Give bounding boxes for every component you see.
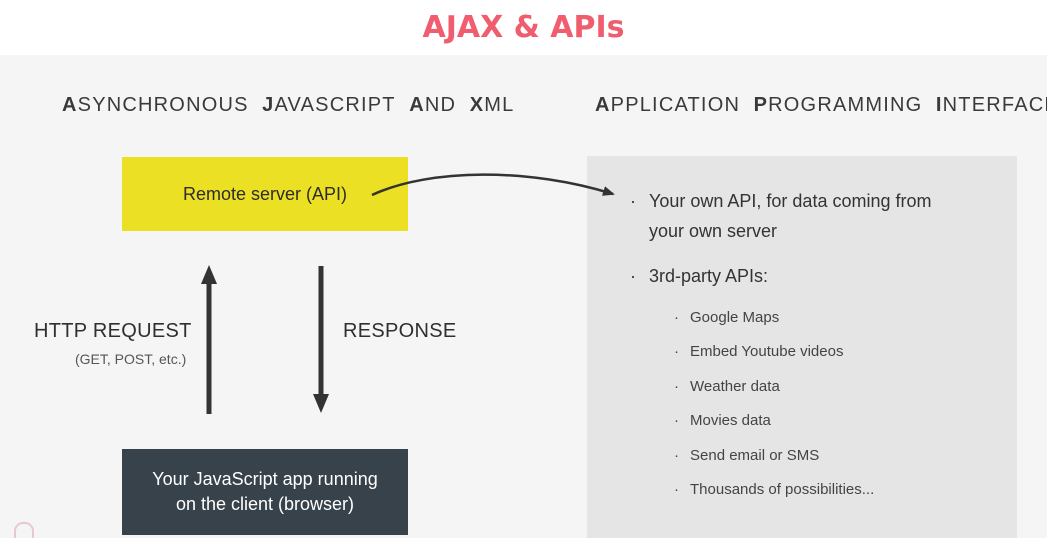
server-to-api-curve-arrow [371, 173, 615, 197]
client-app-label-line1: Your JavaScript app running [152, 469, 378, 489]
http-request-label: HTTP REQUEST [34, 320, 192, 342]
sub-item-movies: · Movies data [674, 412, 771, 429]
watermark-logo-icon [14, 522, 34, 538]
ajax-acronym-heading: ASYNCHRONOUS JAVASCRIPT AND XML [62, 94, 515, 116]
bullet-own-api: · Your own API, for data coming from you… [630, 186, 989, 246]
bullet-third-party-apis: · 3rd-party APIs: [630, 261, 769, 291]
api-info-panel [587, 156, 1017, 538]
api-acronym-heading: APPLICATION PROGRAMMING INTERFACE [595, 94, 1047, 116]
own-api-line1: Your own API, for data coming from [649, 191, 932, 211]
http-request-sublabel: (GET, POST, etc.) [75, 351, 187, 367]
sub-item-youtube: · Embed Youtube videos [674, 343, 844, 360]
third-party-label: 3rd-party APIs: [649, 266, 769, 286]
own-api-line2: your own server [649, 221, 778, 241]
sub-item-thousands: · Thousands of possibilities... [674, 481, 875, 498]
client-app-box: Your JavaScript app running on the clien… [122, 449, 408, 535]
remote-server-label: Remote server (API) [182, 183, 348, 204]
response-arrow [313, 266, 329, 413]
bullet-dot: · [630, 191, 636, 211]
slide-title: AJAX & APIs [422, 10, 625, 45]
bullet-dot: · [630, 266, 636, 286]
client-app-label-line2: on the client (browser) [175, 494, 355, 514]
sub-item-email-sms: · Send email or SMS [674, 447, 820, 464]
remote-server-box: Remote server (API) [122, 157, 408, 231]
sub-item-google-maps: · Google Maps [674, 309, 780, 326]
response-label: RESPONSE [343, 320, 457, 342]
http-request-arrow [201, 265, 217, 414]
sub-item-weather: · Weather data [674, 378, 780, 395]
